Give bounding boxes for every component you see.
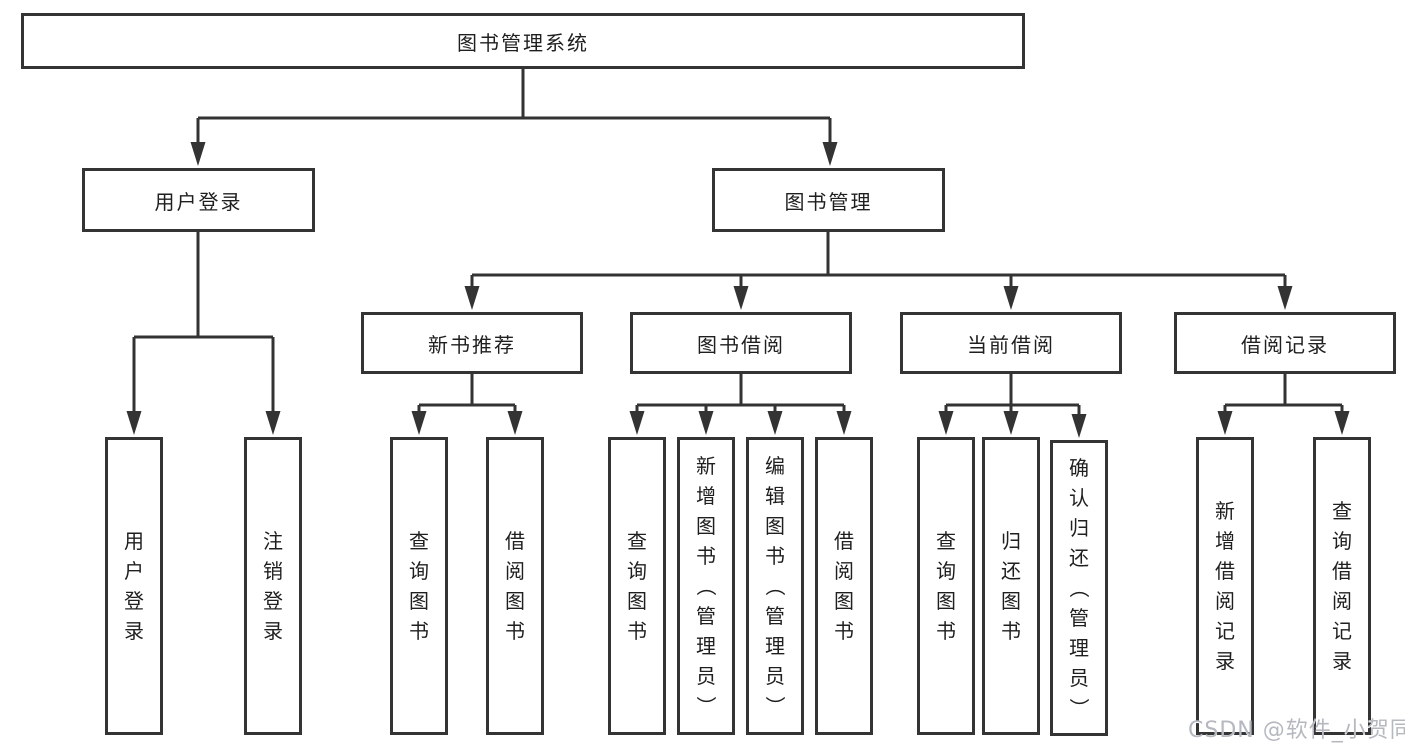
leaf-label: 借阅图书: [505, 529, 525, 643]
node-label: 新书推荐: [428, 332, 516, 357]
node-label: 当前借阅: [967, 332, 1055, 357]
leaf-edit-book-admin: 编辑图书（管理员）: [746, 437, 804, 735]
leaf-label: 注销登录: [263, 529, 283, 643]
leaf-logout: 注销登录: [244, 437, 302, 735]
leaf-label: 查询图书: [936, 529, 956, 643]
leaf-borrow-books-recommend: 借阅图书: [486, 437, 544, 735]
node-label: 图书管理: [784, 189, 873, 214]
node-label: 用户登录: [154, 189, 243, 214]
leaf-add-borrow-record: 新增借阅记录: [1196, 437, 1254, 735]
node-library-system: 图书管理系统: [21, 13, 1025, 69]
leaf-label: 编辑图书（管理员）: [763, 454, 787, 716]
connector-book-borrow-children: [629, 374, 852, 435]
leaf-label: 确认归还（管理员）: [1067, 456, 1091, 718]
leaf-label: 借阅图书: [834, 529, 854, 643]
leaf-return-books: 归还图书: [982, 437, 1040, 735]
leaf-query-borrow-record: 查询借阅记录: [1313, 437, 1371, 735]
connector-book-mgmt-children: [464, 232, 1293, 310]
leaf-label: 查询图书: [627, 529, 647, 643]
node-user-login: 用户登录: [82, 168, 315, 232]
leaf-label: 归还图书: [1001, 529, 1021, 643]
node-current-borrowing: 当前借阅: [900, 312, 1122, 374]
connector-root-to-level2: [190, 69, 838, 166]
leaf-add-book-admin: 新增图书（管理员）: [677, 437, 735, 735]
leaf-query-books-recommend: 查询图书: [390, 437, 448, 735]
node-borrowing-records: 借阅记录: [1174, 312, 1396, 374]
connector-new-book-children: [411, 374, 523, 435]
connector-user-login-children: [126, 232, 281, 435]
leaf-label: 用户登录: [124, 529, 144, 643]
leaf-confirm-return-admin: 确认归还（管理员）: [1050, 440, 1108, 736]
leaf-label: 查询借阅记录: [1332, 499, 1352, 673]
node-label: 图书管理系统: [457, 30, 589, 55]
leaf-query-books-borrowing: 查询图书: [608, 437, 666, 735]
watermark: CSDN @软件_小贺同学: [1188, 718, 1405, 743]
node-book-borrowing: 图书借阅: [630, 312, 852, 374]
node-label: 借阅记录: [1241, 332, 1329, 357]
connector-current-borrow-children: [938, 374, 1087, 438]
leaf-label: 查询图书: [409, 529, 429, 643]
leaf-user-login: 用户登录: [105, 437, 163, 735]
node-label: 图书借阅: [697, 332, 785, 357]
node-new-book-recommend: 新书推荐: [361, 312, 583, 374]
leaf-query-books-current: 查询图书: [917, 437, 975, 735]
leaf-label: 新增借阅记录: [1215, 499, 1235, 673]
leaf-label: 新增图书（管理员）: [694, 454, 718, 716]
connector-borrow-record-children: [1217, 374, 1350, 435]
node-book-management: 图书管理: [712, 168, 945, 232]
leaf-borrow-books-borrowing: 借阅图书: [815, 437, 873, 735]
